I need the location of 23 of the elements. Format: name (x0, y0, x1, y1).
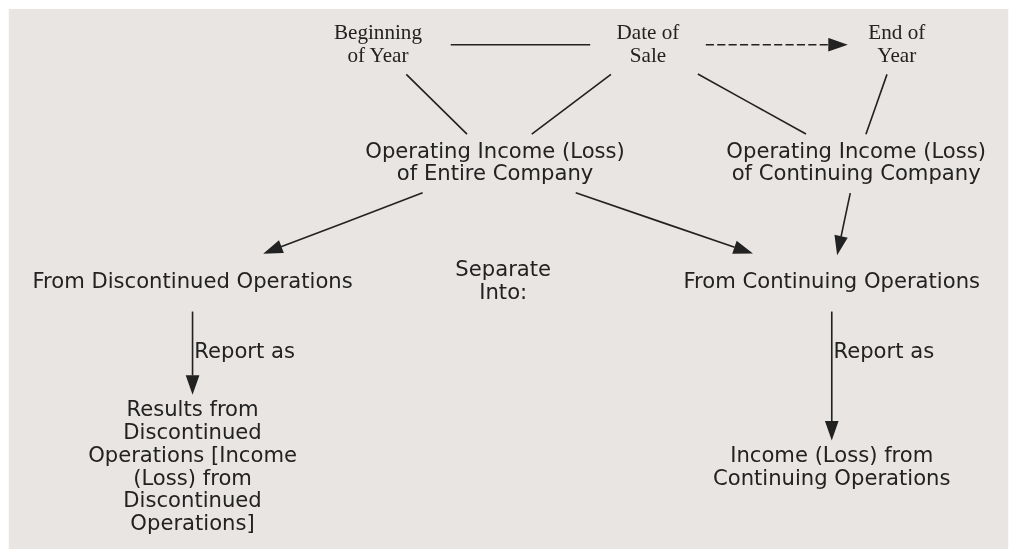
node-text: Income (Loss) from Continuing Operations (713, 441, 951, 490)
node-text: From Discontinued Operations (32, 267, 353, 293)
node-text: Operating Income (Loss) of Continuing Company (726, 137, 986, 186)
arrow (574, 192, 753, 254)
node-text: From Continuing Operations (683, 267, 981, 293)
edge-label: Report as (194, 337, 295, 363)
node-text: Beginning of Year (333, 19, 422, 67)
connector (405, 73, 468, 135)
node-text: Operating Income (Loss) of Entire Company (365, 137, 625, 186)
node-text: End of Year (868, 19, 926, 67)
label: Separate Into: (455, 256, 552, 305)
node-text: Results from Discontinued Operations [Income (Loss) from Discontinued Operations] (88, 396, 297, 536)
arrow (705, 37, 848, 52)
connector (449, 43, 591, 46)
node-text: Date of Sale (616, 19, 680, 67)
connector (697, 73, 807, 135)
arrow (824, 310, 839, 441)
edge-label: Report as (833, 337, 935, 363)
arrow (185, 310, 200, 395)
connector (865, 73, 888, 135)
connector (530, 73, 612, 135)
arrow (834, 192, 852, 256)
arrow (263, 192, 424, 254)
